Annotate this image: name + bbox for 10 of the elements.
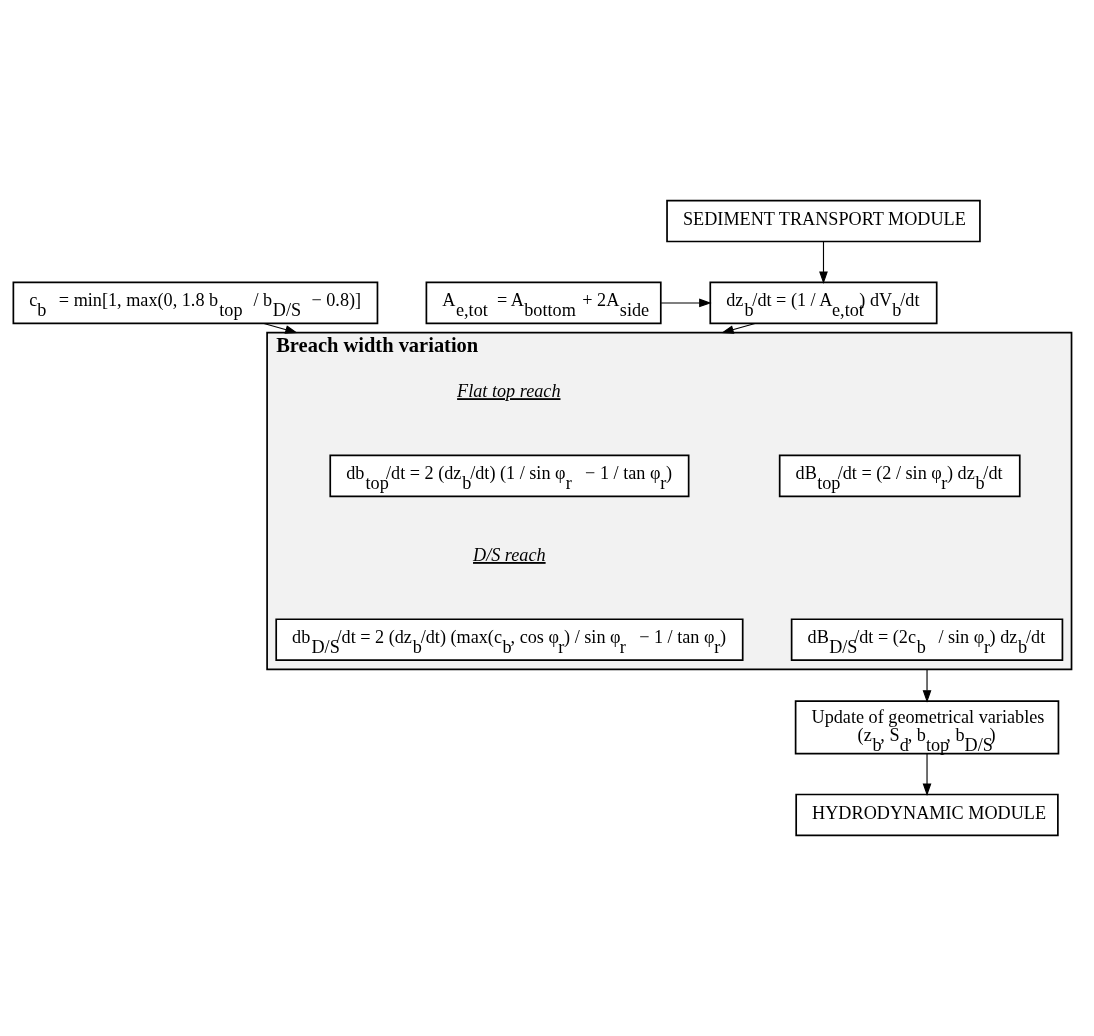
- label: Flat top reach: [457, 381, 561, 402]
- node-box: SEDIMENT TRANSPORT MODULE: [666, 199, 981, 243]
- arrow: [819, 241, 828, 285]
- arrow: [922, 668, 932, 703]
- arrow: [721, 322, 756, 334]
- arrow: [263, 322, 298, 334]
- arrow: [922, 753, 932, 796]
- label: D/S reach: [473, 545, 546, 566]
- node-box: HYDRODYNAMIC MODULE: [795, 793, 1059, 837]
- arrow: [660, 298, 712, 308]
